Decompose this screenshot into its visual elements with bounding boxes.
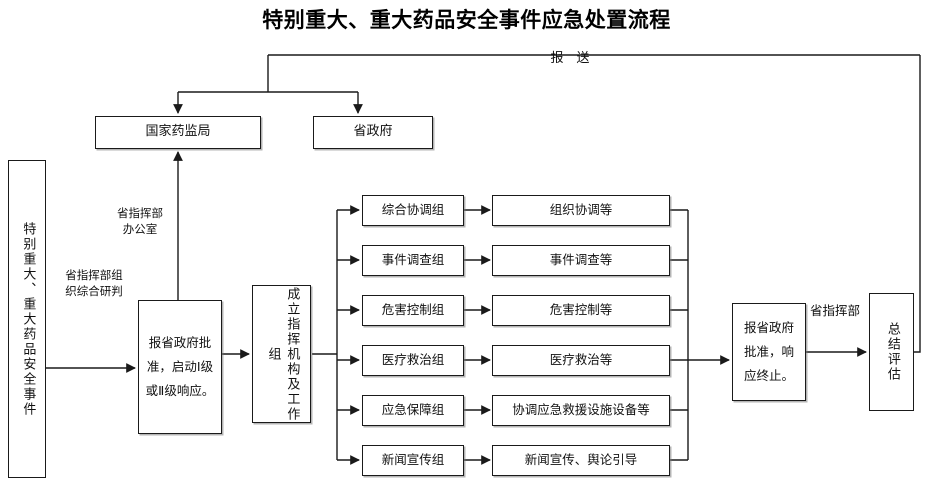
node-provincial-gov-label: 省政府 xyxy=(353,124,393,140)
edge-label-hq-office: 省指挥部 办公室 xyxy=(117,206,163,236)
node-duty[interactable]: 新闻宣传、舆论引导 xyxy=(492,445,670,476)
node-duty-label: 新闻宣传、舆论引导 xyxy=(524,452,638,468)
node-setup-hq[interactable]: 成立指挥机构及工作组 xyxy=(252,285,311,423)
node-workgroup-label: 综合协调组 xyxy=(381,202,445,218)
node-duty[interactable]: 事件调查等 xyxy=(492,245,670,276)
node-workgroup[interactable]: 综合协调组 xyxy=(362,195,464,226)
node-approve-start[interactable]: 报省政府批准，启动Ⅰ级或Ⅱ级响应。 xyxy=(138,300,222,434)
node-workgroup-label: 新闻宣传组 xyxy=(381,452,445,468)
node-duty-label: 事件调查等 xyxy=(549,252,613,268)
page-title: 特别重大、重大药品安全事件应急处置流程 xyxy=(262,7,671,32)
node-duty-label: 组织协调等 xyxy=(549,202,613,218)
node-duty[interactable]: 组织协调等 xyxy=(492,195,670,226)
node-duty-label: 医疗救治等 xyxy=(549,352,613,368)
edge-label-report-send: 报 送 xyxy=(550,51,590,66)
node-workgroup-label: 应急保障组 xyxy=(381,402,445,418)
node-workgroup[interactable]: 危害控制组 xyxy=(362,295,464,326)
node-approve-end[interactable]: 报省政府批准，响应终止。 xyxy=(732,303,806,401)
wire-summary-riser xyxy=(914,55,921,353)
node-workgroup[interactable]: 事件调查组 xyxy=(362,245,464,276)
node-workgroup-label: 医疗救治组 xyxy=(381,352,445,368)
node-duty[interactable]: 协调应急救援设施设备等 xyxy=(492,395,670,426)
edge-label-hq-research: 省指挥部组 织综合研判 xyxy=(65,268,123,298)
node-national-nmpa[interactable]: 国家药监局 xyxy=(95,116,261,149)
node-summary-eval-label: 总结评估 xyxy=(884,322,900,382)
node-approve-start-label: 报省政府批准，启动Ⅰ级或Ⅱ级响应。 xyxy=(145,335,215,398)
node-duty[interactable]: 危害控制等 xyxy=(492,295,670,326)
node-workgroup[interactable]: 应急保障组 xyxy=(362,395,464,426)
node-duty-label: 危害控制等 xyxy=(549,302,613,318)
node-setup-hq-label: 成立指挥机构及工作组 xyxy=(265,286,300,422)
node-duty-label: 协调应急救援设施设备等 xyxy=(512,402,650,418)
node-approve-end-label: 报省政府批准，响应终止。 xyxy=(743,320,794,383)
node-source-event[interactable]: 特别重大、重大药品安全事件 xyxy=(8,160,46,478)
node-workgroup[interactable]: 新闻宣传组 xyxy=(362,445,464,476)
node-workgroup-label: 事件调查组 xyxy=(381,252,445,268)
node-source-event-label: 特别重大、重大药品安全事件 xyxy=(20,221,36,417)
node-workgroup-label: 危害控制组 xyxy=(381,302,445,318)
node-duty[interactable]: 医疗救治等 xyxy=(492,345,670,376)
edge-label-prov-hq: 省指挥部 xyxy=(810,303,861,318)
node-provincial-gov[interactable]: 省政府 xyxy=(313,116,433,149)
node-national-nmpa-label: 国家药监局 xyxy=(145,124,211,140)
node-workgroup[interactable]: 医疗救治组 xyxy=(362,345,464,376)
node-summary-eval[interactable]: 总结评估 xyxy=(869,293,914,411)
